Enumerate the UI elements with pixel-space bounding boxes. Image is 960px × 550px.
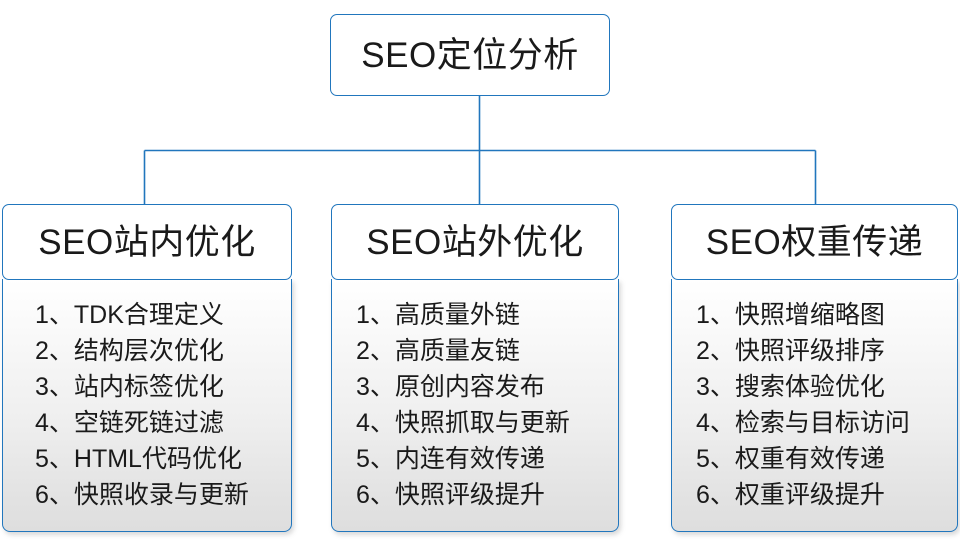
list-item-index: 2、 — [356, 337, 395, 365]
branch-off-site: SEO站外优化 1、 高质量外链 2、 高质量友链 3、 原创内容发布 4、 快 — [331, 204, 619, 532]
list-item-label: TDK合理定义 — [73, 301, 224, 329]
item-list-off-site: 1、 高质量外链 2、 高质量友链 3、 原创内容发布 4、 快照抓取与更新 5… — [332, 297, 618, 513]
list-item[interactable]: 1、 高质量外链 — [332, 297, 618, 333]
list-item-index: 1、 — [35, 301, 74, 329]
list-item-label: 权重评级提升 — [734, 481, 885, 509]
list-item-label: 高质量外链 — [394, 301, 520, 329]
list-item[interactable]: 3、 搜索体验优化 — [672, 369, 957, 405]
list-item[interactable]: 5、 内连有效传递 — [332, 441, 618, 477]
list-item-label: 结构层次优化 — [73, 337, 224, 365]
list-item-label: 内连有效传递 — [394, 445, 545, 473]
list-item-label: 快照增缩略图 — [734, 301, 885, 329]
list-item-index: 3、 — [696, 373, 735, 401]
list-item-index: 3、 — [356, 373, 395, 401]
list-item-label: HTML代码优化 — [73, 445, 242, 473]
branch-body-weight-transfer: 1、 快照增缩略图 2、 快照评级排序 3、 搜索体验优化 4、 检索与目标访问… — [671, 279, 958, 532]
list-item-label: 检索与目标访问 — [734, 409, 910, 437]
list-item[interactable]: 2、 快照评级排序 — [672, 333, 957, 369]
branch-header-label: SEO站内优化 — [38, 222, 256, 262]
list-item[interactable]: 5、 权重有效传递 — [672, 441, 957, 477]
branch-header-off-site[interactable]: SEO站外优化 — [331, 204, 619, 280]
list-item-index: 5、 — [356, 445, 395, 473]
branch-header-label: SEO站外优化 — [366, 222, 584, 262]
list-item[interactable]: 4、 空链死链过滤 — [3, 405, 291, 441]
root-node[interactable]: SEO定位分析 — [330, 14, 610, 96]
list-item-index: 3、 — [35, 373, 74, 401]
list-item-label: 权重有效传递 — [734, 445, 885, 473]
list-item-label: 搜索体验优化 — [734, 373, 885, 401]
root-node-label: SEO定位分析 — [361, 35, 579, 75]
branch-header-label: SEO权重传递 — [705, 222, 924, 262]
list-item[interactable]: 6、 权重评级提升 — [672, 477, 957, 513]
list-item[interactable]: 2、 高质量友链 — [332, 333, 618, 369]
list-item-index: 5、 — [696, 445, 735, 473]
list-item[interactable]: 3、 站内标签优化 — [3, 369, 291, 405]
list-item[interactable]: 5、 HTML代码优化 — [3, 441, 291, 477]
branch-body-on-site: 1、 TDK合理定义 2、 结构层次优化 3、 站内标签优化 4、 空链死链过滤… — [2, 279, 292, 532]
list-item[interactable]: 1、 TDK合理定义 — [3, 297, 291, 333]
list-item-label: 快照评级排序 — [734, 337, 885, 365]
list-item-label: 高质量友链 — [394, 337, 520, 365]
list-item-index: 4、 — [356, 409, 395, 437]
list-item-index: 2、 — [696, 337, 735, 365]
list-item[interactable]: 4、 快照抓取与更新 — [332, 405, 618, 441]
list-item-index: 1、 — [696, 301, 735, 329]
list-item-index: 4、 — [696, 409, 735, 437]
list-item-label: 空链死链过滤 — [73, 409, 224, 437]
list-item[interactable]: 2、 结构层次优化 — [3, 333, 291, 369]
list-item-index: 1、 — [356, 301, 395, 329]
list-item-index: 4、 — [35, 409, 74, 437]
branch-weight-transfer: SEO权重传递 1、 快照增缩略图 2、 快照评级排序 3、 搜索体验优化 4、 — [671, 204, 958, 532]
item-list-weight-transfer: 1、 快照增缩略图 2、 快照评级排序 3、 搜索体验优化 4、 检索与目标访问… — [672, 297, 957, 513]
list-item-index: 5、 — [35, 445, 74, 473]
list-item-label: 快照评级提升 — [394, 481, 545, 509]
list-item[interactable]: 4、 检索与目标访问 — [672, 405, 957, 441]
branch-header-weight-transfer[interactable]: SEO权重传递 — [671, 204, 958, 280]
list-item-label: 快照收录与更新 — [73, 481, 249, 509]
branch-on-site: SEO站内优化 1、 TDK合理定义 2、 结构层次优化 3、 站内标签优化 4… — [2, 204, 292, 532]
list-item-index: 2、 — [35, 337, 74, 365]
list-item-index: 6、 — [356, 481, 395, 509]
list-item-label: 站内标签优化 — [73, 373, 224, 401]
list-item-index: 6、 — [696, 481, 735, 509]
list-item-label: 原创内容发布 — [394, 373, 545, 401]
list-item-label: 快照抓取与更新 — [394, 409, 570, 437]
list-item[interactable]: 6、 快照评级提升 — [332, 477, 618, 513]
list-item-index: 6、 — [35, 481, 74, 509]
branch-body-off-site: 1、 高质量外链 2、 高质量友链 3、 原创内容发布 4、 快照抓取与更新 5… — [331, 279, 619, 532]
list-item[interactable]: 6、 快照收录与更新 — [3, 477, 291, 513]
list-item[interactable]: 3、 原创内容发布 — [332, 369, 618, 405]
branch-header-on-site[interactable]: SEO站内优化 — [2, 204, 292, 280]
list-item[interactable]: 1、 快照增缩略图 — [672, 297, 957, 333]
item-list-on-site: 1、 TDK合理定义 2、 结构层次优化 3、 站内标签优化 4、 空链死链过滤… — [3, 297, 291, 513]
